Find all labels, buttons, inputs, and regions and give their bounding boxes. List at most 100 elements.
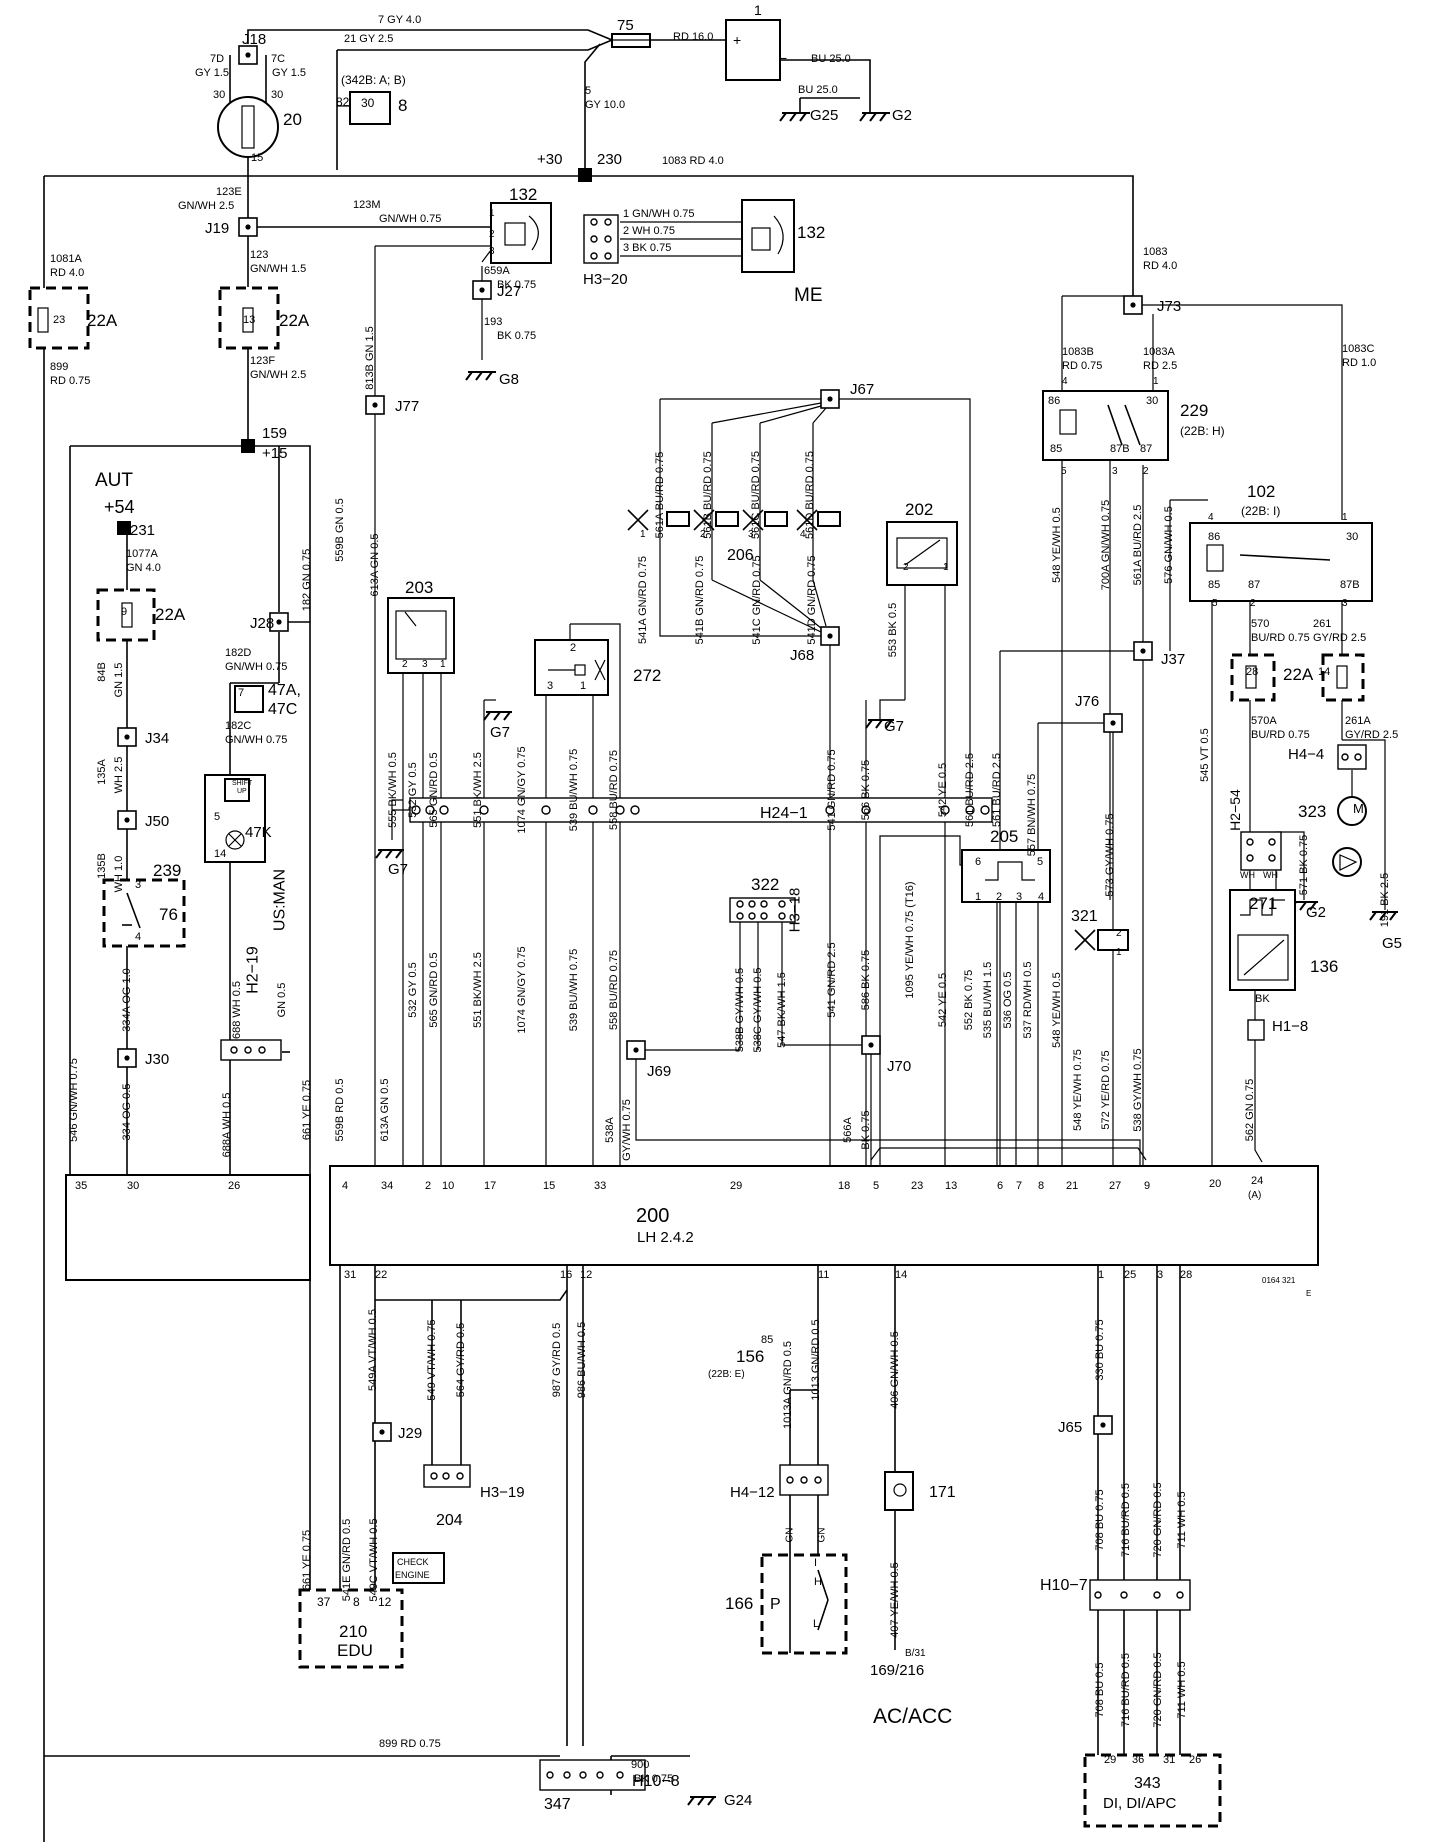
label: 261A	[1345, 715, 1371, 727]
label: 3	[1342, 598, 1348, 609]
label: 31	[1163, 1754, 1175, 1766]
label: 1013A GN/RD 0.5	[782, 1341, 794, 1429]
label: 204	[436, 1512, 463, 1529]
label: B/31	[905, 1648, 926, 1659]
fuse-28-22a	[1230, 653, 1276, 702]
label: 166	[725, 1594, 753, 1613]
label: P	[770, 1596, 781, 1613]
label: 548 YE/WH 0.5	[1051, 972, 1063, 1048]
label: BK 0.75	[860, 1110, 872, 1149]
label: 555 BK/WH 0.5	[387, 752, 399, 828]
connector-h24-1	[409, 797, 993, 823]
label: RD 0.75	[1062, 360, 1102, 372]
label: H3−20	[583, 271, 628, 288]
label: 542 YE 0.5	[937, 763, 949, 817]
label: 572 YE/RD 0.75	[1100, 1050, 1112, 1129]
label: J29	[398, 1425, 422, 1442]
label: J70	[887, 1058, 911, 1075]
label: (22B: E)	[708, 1369, 745, 1380]
label: 2	[489, 229, 495, 240]
label: +	[733, 32, 741, 48]
label: 571 BK 0.75	[1298, 835, 1310, 896]
label: 4	[1062, 376, 1068, 387]
label: RD 2.5	[1143, 360, 1177, 372]
label: M	[1353, 801, 1364, 816]
label: E	[1306, 1289, 1311, 1298]
label: 20	[283, 110, 302, 129]
label: 29	[1104, 1754, 1116, 1766]
label: AUT	[95, 470, 133, 491]
label: BK 0.75	[497, 279, 536, 291]
label: 561 BU/RD 2.5	[991, 753, 1003, 827]
label: AC/ACC	[873, 1705, 952, 1728]
connector-h3-20	[583, 214, 619, 264]
label: GN/WH 0.75	[225, 734, 287, 746]
component-47a-47c	[234, 685, 264, 713]
label: 549 VT/WH 0.75	[426, 1319, 438, 1400]
ground-g24-symbol	[687, 1796, 716, 1806]
label: 200	[636, 1205, 669, 1227]
label: GN/WH 2.5	[178, 200, 234, 212]
label: 23	[911, 1180, 923, 1192]
junction-j70	[861, 1035, 881, 1055]
label: 14	[895, 1269, 907, 1281]
label: GY/RD 2.5	[1313, 632, 1366, 644]
components	[28, 19, 1398, 1828]
label: 562 GN 0.75	[1244, 1079, 1256, 1141]
label: 541E GN/RD 0.5	[341, 1519, 353, 1602]
label: 5	[1212, 598, 1218, 609]
sensor-205	[961, 849, 1051, 903]
label: 1	[1342, 512, 1348, 523]
label: 551 BK/WH 2.5	[472, 752, 484, 828]
label: 987 GY/RD 0.5	[551, 1323, 563, 1398]
connector-204-h3-19	[423, 1464, 471, 1488]
junction-j19	[238, 217, 258, 237]
label: US:MAN	[272, 869, 289, 931]
label: 407 YE/WH 0.5	[889, 1562, 901, 1638]
label: 169/216	[870, 1662, 924, 1679]
connector-h2-19	[220, 1039, 282, 1061]
label: 47A,	[268, 682, 301, 699]
label: 551 BK/WH 2.5	[472, 952, 484, 1028]
label: J73	[1157, 298, 1181, 315]
label: 708 BU 0.5	[1094, 1662, 1106, 1717]
label: 700A GN/WH 0.75	[1100, 500, 1112, 591]
label: 136	[1310, 957, 1338, 976]
node-230	[578, 168, 592, 182]
label: I	[814, 1557, 817, 1569]
label: 1	[580, 680, 586, 692]
label: 561C BU/RD 0.75	[750, 451, 762, 539]
ground-g7-a-symbol	[483, 711, 512, 721]
label: 708 BU 0.75	[1094, 1489, 1106, 1550]
label: J30	[145, 1051, 169, 1068]
label: 75	[617, 17, 634, 34]
label: J50	[145, 813, 169, 830]
node-159	[241, 439, 255, 453]
label: 23	[53, 314, 65, 326]
label: 1	[1116, 947, 1122, 958]
label: 347	[544, 1796, 571, 1813]
label: 6	[975, 856, 981, 868]
label: 4	[342, 1180, 348, 1192]
label: 538B GY/WH 0.5	[734, 968, 746, 1052]
label: 537 RD/WH 0.5	[1022, 961, 1034, 1038]
label: 18	[838, 1180, 850, 1192]
label: 3	[489, 246, 495, 257]
label: 1013 GN/RD 0.5	[810, 1319, 822, 1400]
component-171	[884, 1471, 914, 1511]
junction-j67	[820, 389, 840, 409]
label: J77	[395, 398, 419, 415]
label: 3	[748, 529, 754, 540]
label: 570	[1251, 618, 1269, 630]
label: 613A GN 0.5	[369, 534, 381, 597]
label: 272	[633, 666, 661, 685]
label: 30	[1146, 395, 1158, 407]
edu-210	[298, 1588, 404, 1669]
airflow-meter-271-136	[1229, 889, 1296, 991]
junction-j18	[238, 45, 258, 65]
fuse-23-22a	[28, 286, 90, 350]
label: 22	[375, 1269, 387, 1281]
label: J27	[497, 283, 521, 300]
junction-j34	[117, 727, 137, 747]
